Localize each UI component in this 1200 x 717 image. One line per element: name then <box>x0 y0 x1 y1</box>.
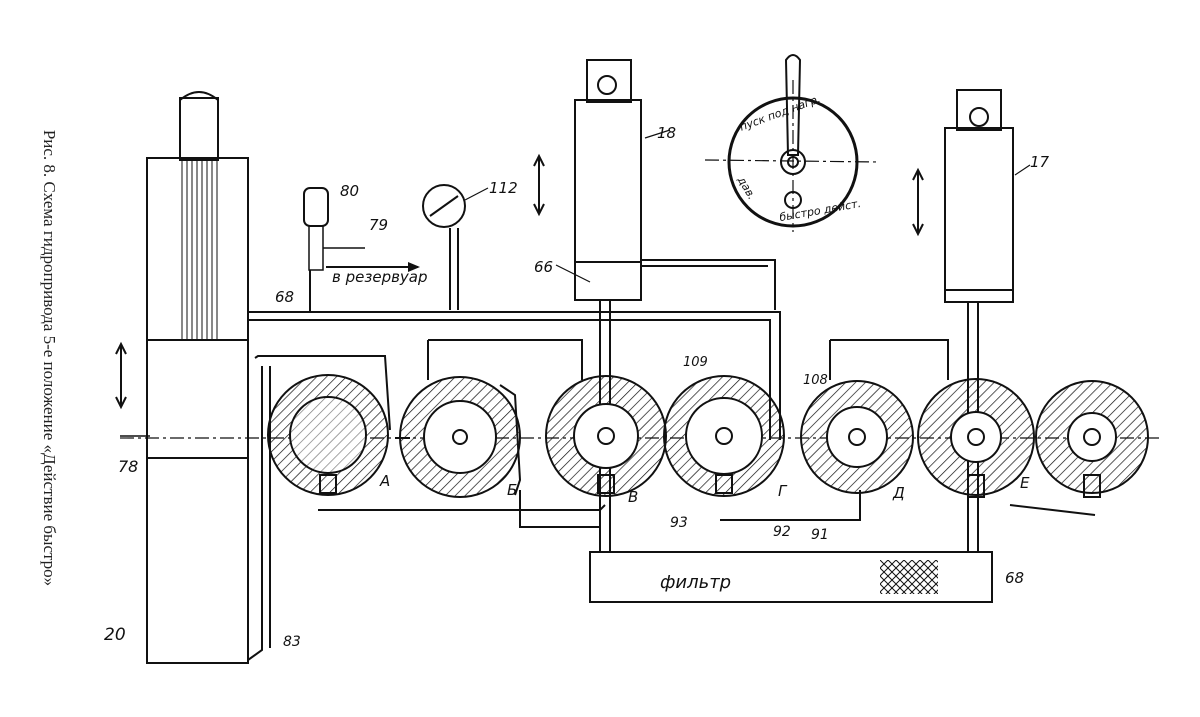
filter-68 <box>589 551 993 603</box>
distributor-discs <box>267 374 1149 498</box>
valve-label-g: Г <box>778 482 788 500</box>
cylinder-17 <box>944 89 1031 303</box>
label-79: 79 <box>369 216 388 234</box>
label-92: 92 <box>773 524 791 540</box>
label-80: 80 <box>340 182 359 200</box>
stroke-arrows <box>115 153 924 410</box>
label-68-filter: 68 <box>1005 569 1024 587</box>
label-112: 112 <box>489 179 518 197</box>
label-66: 66 <box>534 258 553 276</box>
main-cylinder-20 <box>120 91 249 664</box>
label-93: 93 <box>670 515 688 531</box>
pressure-gauge-112 <box>422 184 489 228</box>
cylinder-18 <box>555 59 671 301</box>
valve-80-79 <box>303 187 420 272</box>
label-20: 20 <box>104 625 126 645</box>
valve-label-v: В <box>628 488 638 506</box>
filter-label: фильтр <box>660 572 731 593</box>
valve-label-b: Б <box>507 481 517 499</box>
valve-label-a: А <box>379 472 390 490</box>
valve-label-d: Д <box>892 484 905 502</box>
control-dial <box>704 54 881 232</box>
label-68-pipe: 68 <box>275 288 294 306</box>
dial-text-left: дав. <box>734 173 758 201</box>
label-78: 78 <box>118 457 138 476</box>
label-17: 17 <box>1030 153 1050 171</box>
label-109: 109 <box>683 355 708 370</box>
label-reservoir: в резервуар <box>332 268 428 286</box>
label-108: 108 <box>803 373 828 388</box>
label-18: 18 <box>657 124 676 142</box>
label-91: 91 <box>811 527 829 543</box>
valve-label-e: Е <box>1020 474 1030 492</box>
label-83: 83 <box>283 634 301 650</box>
